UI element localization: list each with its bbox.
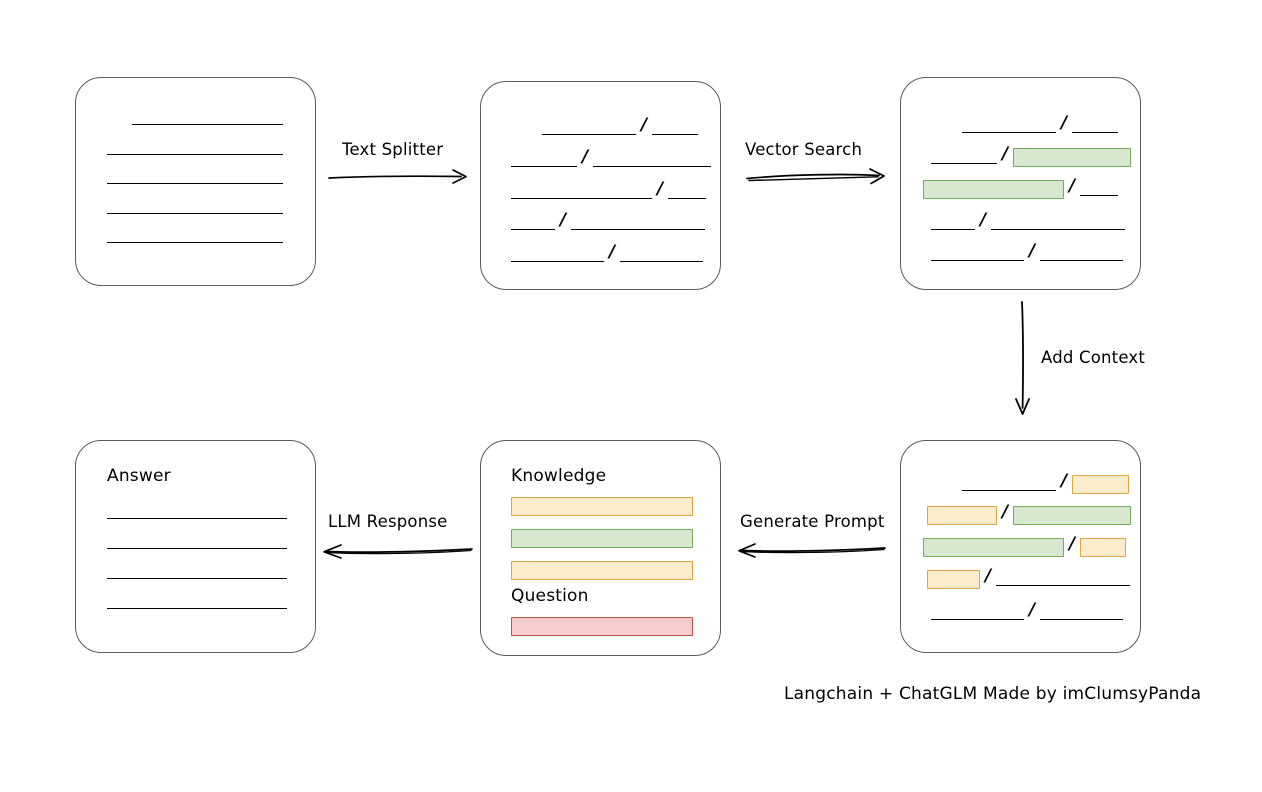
context-segment [1040, 607, 1124, 620]
credit-text: Langchain + ChatGLM Made by imClumsyPand… [784, 684, 1202, 704]
arrow-vector-search: Vector Search [745, 140, 890, 195]
chunk-segment [542, 122, 636, 135]
arrow-text-splitter: Text Splitter [327, 140, 472, 195]
chunk-segment [511, 249, 604, 262]
arrow-llm-response: LLM Response [320, 512, 475, 567]
vector-segment [931, 151, 997, 164]
arrow-add-context: Add Context [1008, 300, 1158, 420]
vector-segment [1080, 183, 1119, 196]
chunk-separator: / [657, 178, 664, 199]
vector-row: / [923, 175, 1119, 199]
document-box [75, 77, 316, 286]
arrow-glyph-left [323, 544, 473, 559]
context-separator: / [1069, 533, 1076, 554]
vector-separator: / [1061, 112, 1068, 133]
answer-box: Answer [75, 440, 316, 653]
vector-segment-highlight-green [923, 179, 1064, 199]
arrow-label-vector-search: Vector Search [745, 140, 863, 159]
question-bar-red [511, 617, 693, 636]
answer-line [107, 608, 287, 609]
context-separator: / [1029, 599, 1036, 620]
arrow-label-add-context: Add Context [1041, 348, 1146, 367]
chunk-row: / [511, 146, 712, 170]
context-separator: / [1061, 470, 1068, 491]
vector-segment-highlight-green [1013, 147, 1132, 167]
context-segment-highlight-yellow [1072, 474, 1130, 494]
arrow-label-text-splitter: Text Splitter [342, 140, 444, 159]
chunk-segment [593, 154, 712, 167]
context-row: / [962, 470, 1130, 494]
vector-row: / [962, 112, 1119, 136]
chunk-segment [511, 186, 652, 199]
chunk-row: / [511, 209, 706, 233]
chunk-segment [571, 217, 706, 230]
document-line [132, 124, 283, 125]
vector-segment [931, 217, 975, 230]
vector-row: / [931, 240, 1124, 264]
chunk-segment [620, 249, 704, 262]
context-row: / [927, 565, 1131, 589]
vector-separator: / [1002, 143, 1009, 164]
context-segment-highlight-green [1013, 505, 1132, 525]
knowledge-bar-yellow [511, 497, 693, 516]
context-segment-highlight-yellow [927, 505, 997, 525]
knowledge-bar-green [511, 529, 693, 548]
arrow-generate-prompt: Generate Prompt [735, 512, 890, 567]
arrow-glyph-right [328, 169, 467, 184]
chunk-row: / [511, 241, 704, 265]
vector-segment [931, 248, 1024, 261]
chunk-row: / [542, 114, 699, 138]
vector-segment [1040, 248, 1124, 261]
vector-segment [991, 217, 1126, 230]
chunks-box: / / / / / [480, 81, 721, 290]
arrow-glyph-right [746, 168, 885, 185]
answer-label: Answer [107, 466, 171, 486]
context-segment-highlight-yellow [1080, 537, 1127, 557]
context-row: / [927, 501, 1132, 525]
context-row: / [923, 533, 1127, 557]
chunk-separator: / [560, 209, 567, 230]
context-segment [996, 573, 1131, 586]
knowledge-bar-yellow [511, 561, 693, 580]
vector-separator: / [980, 209, 987, 230]
question-label: Question [511, 586, 589, 606]
chunk-segment [511, 217, 555, 230]
document-line [107, 154, 283, 155]
knowledge-label: Knowledge [511, 466, 607, 486]
arrow-label-llm-response: LLM Response [328, 512, 448, 531]
vector-segment [962, 120, 1056, 133]
chunk-segment [668, 186, 707, 199]
chunk-separator: / [641, 114, 648, 135]
context-row: / [931, 599, 1124, 623]
vector-separator: / [1029, 240, 1036, 261]
chunk-segment [511, 154, 577, 167]
prompt-box: Knowledge Question [480, 440, 721, 656]
chunk-separator: / [582, 146, 589, 167]
arrow-glyph-left [738, 543, 886, 558]
vector-search-box: / / / / / [900, 77, 1141, 290]
context-separator: / [1002, 501, 1009, 522]
chunk-segment [652, 122, 699, 135]
context-segment-highlight-green [923, 537, 1064, 557]
vector-separator: / [1069, 175, 1076, 196]
answer-line [107, 518, 287, 519]
document-line [107, 242, 283, 243]
context-separator: / [985, 565, 992, 586]
context-segment [931, 607, 1024, 620]
document-line [107, 183, 283, 184]
answer-line [107, 548, 287, 549]
answer-line [107, 578, 287, 579]
vector-row: / [931, 209, 1126, 233]
context-segment-highlight-yellow [927, 569, 980, 589]
document-line [107, 213, 283, 214]
vector-segment [1072, 120, 1119, 133]
arrow-label-generate-prompt: Generate Prompt [740, 512, 885, 531]
vector-row: / [931, 143, 1132, 167]
context-segment [962, 478, 1056, 491]
arrow-glyph-down [1015, 301, 1030, 415]
chunk-row: / [511, 178, 707, 202]
chunk-separator: / [609, 241, 616, 262]
context-box: / / / / / [900, 440, 1141, 653]
